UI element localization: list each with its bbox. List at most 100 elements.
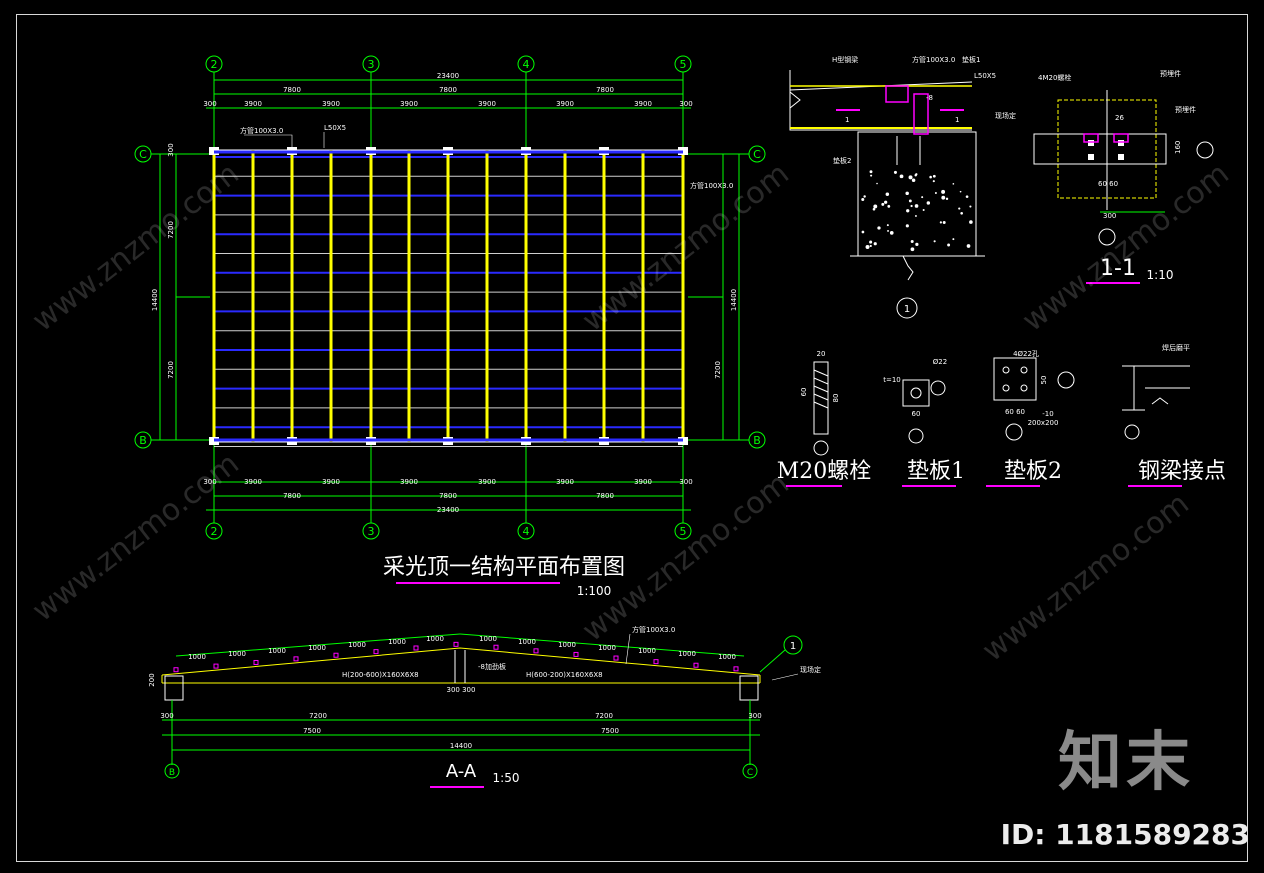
axis-label-bottom-3: 3 xyxy=(368,525,375,538)
concrete-dot xyxy=(965,195,969,198)
s11-dim-4: 26 xyxy=(1115,114,1124,122)
concrete-dot xyxy=(873,242,877,246)
drawing-frame xyxy=(16,14,1248,862)
bolt-dim-3: 80 xyxy=(832,394,840,403)
concrete-dot xyxy=(887,229,889,232)
concrete-dot xyxy=(929,175,932,179)
concrete-dot xyxy=(942,221,946,224)
detail-1-column xyxy=(857,131,977,257)
label-angle: L50X5 xyxy=(324,124,346,132)
aa-purlin-mark xyxy=(213,663,219,669)
concrete-dot xyxy=(869,170,873,174)
pad2-plate xyxy=(993,357,1037,401)
dim-span-bot-3: 7800 xyxy=(596,492,614,500)
dim-total-top: 23400 xyxy=(437,72,459,80)
aa-dim-half2-left: 7500 xyxy=(303,727,321,735)
section-aa: B C 1 1000 1000 1000 1000 1000 1000 1000… xyxy=(148,625,821,788)
dim-sub-bot-1: 300 xyxy=(203,478,216,486)
concrete-dot xyxy=(887,204,891,208)
concrete-dot xyxy=(958,207,961,210)
concrete-dot xyxy=(910,247,915,252)
d1-label-pad2: 垫板2 xyxy=(833,156,851,165)
concrete-hatch xyxy=(861,170,973,252)
detail-1-ref xyxy=(896,297,918,319)
aa-dim-height: 200 xyxy=(148,673,156,686)
concrete-dot xyxy=(932,180,935,183)
concrete-dot xyxy=(952,182,955,185)
aa-purlin-mark xyxy=(573,651,579,657)
concrete-dot xyxy=(939,221,942,224)
joint-note: 焊后磨平 xyxy=(1162,343,1190,352)
axis-label-left-c: C xyxy=(139,148,147,161)
dim-sub-bot-6: 3900 xyxy=(556,478,574,486)
aa-purlin-dim-1: 1000 xyxy=(188,653,206,661)
concrete-dot xyxy=(863,195,866,198)
concrete-dot xyxy=(933,240,936,243)
aa-label-fix: 现场定 xyxy=(800,665,821,674)
detail-pad2-name: 垫板2 xyxy=(1004,459,1062,484)
dim-sub-bot-8: 300 xyxy=(679,478,692,486)
bolt-dim-2: 60 xyxy=(800,388,808,397)
concrete-dot xyxy=(926,201,931,205)
pad2-dim-2: 50 xyxy=(1040,376,1048,385)
dim-left-edge: 300 xyxy=(167,143,175,156)
d1-mark-right: 1 xyxy=(955,116,959,124)
dim-sub-bot-2: 3900 xyxy=(244,478,262,486)
dim-sub-top-7: 3900 xyxy=(634,100,652,108)
concrete-dot xyxy=(873,204,878,209)
concrete-dot xyxy=(899,174,904,179)
dim-total-bot: 23400 xyxy=(437,506,459,514)
detail-1-tube xyxy=(885,85,909,103)
aa-label-tube: 方管100X3.0 xyxy=(632,625,675,634)
concrete-dot xyxy=(915,215,917,217)
concrete-dot xyxy=(861,197,865,202)
concrete-dot xyxy=(947,243,951,247)
aa-scale: 1:50 xyxy=(493,771,520,785)
s11-scale: 1:10 xyxy=(1147,268,1174,282)
aa-top-chord xyxy=(161,647,761,676)
dim-span-top-1: 7800 xyxy=(283,86,301,94)
aa-purlin-mark xyxy=(373,649,379,655)
d1-label-h-beam: H型钢梁 xyxy=(832,55,858,64)
concrete-dot xyxy=(908,175,913,180)
concrete-dot xyxy=(922,208,925,211)
aa-purlin-mark xyxy=(253,659,259,665)
concrete-dot xyxy=(869,244,872,248)
dim-right-b: 7200 xyxy=(714,361,722,379)
aa-purlin-mark xyxy=(733,666,739,672)
axis-label-bottom-2: 2 xyxy=(211,525,218,538)
aa-purlin-marks xyxy=(173,641,739,673)
concrete-dot xyxy=(876,182,878,185)
concrete-dot xyxy=(886,224,889,227)
dim-sub-top-8: 300 xyxy=(679,100,692,108)
detail-1-plate xyxy=(913,93,929,135)
axis-label-bottom-4: 4 xyxy=(523,525,530,538)
aa-title: A-A xyxy=(446,761,477,782)
s11-dim-2: 300 xyxy=(1103,212,1116,220)
concrete-dot xyxy=(914,174,917,177)
concrete-dot xyxy=(911,178,916,183)
concrete-dot xyxy=(870,174,873,177)
axis-label-top-5: 5 xyxy=(680,58,687,71)
pad1-dim-3: 60 xyxy=(912,410,921,418)
aa-label-beam-left: H(200-600)X160X6X8 xyxy=(342,671,419,679)
concrete-dot xyxy=(869,240,873,244)
pad1-dim-2: Ø22 xyxy=(933,358,947,366)
detail-1: H型钢梁 方管100X3.0 垫板1 L50X5 -8 现场定 垫板2 1 1 … xyxy=(789,55,1016,319)
dim-sub-bot-5: 3900 xyxy=(478,478,496,486)
dim-left-a: 7200 xyxy=(167,221,175,239)
image-id: ID: 1181589283 xyxy=(1000,818,1250,851)
axis-label-top-2: 2 xyxy=(211,58,218,71)
d1-label-tube: 方管100X3.0 xyxy=(912,55,955,64)
aa-label-stiffener: -8加劲板 xyxy=(478,662,506,671)
aa-purlin-dim-3: 1000 xyxy=(268,647,286,655)
pad1-plate xyxy=(902,379,930,407)
concrete-dot xyxy=(932,174,936,178)
aa-support-right xyxy=(739,675,759,701)
concrete-dot xyxy=(893,170,897,174)
dim-sub-top-1: 300 xyxy=(203,100,216,108)
axis-label-top-4: 4 xyxy=(523,58,530,71)
plan-scale: 1:100 xyxy=(577,584,612,598)
aa-purlin-mark xyxy=(413,645,419,651)
axis-label-bottom-5: 5 xyxy=(680,525,687,538)
